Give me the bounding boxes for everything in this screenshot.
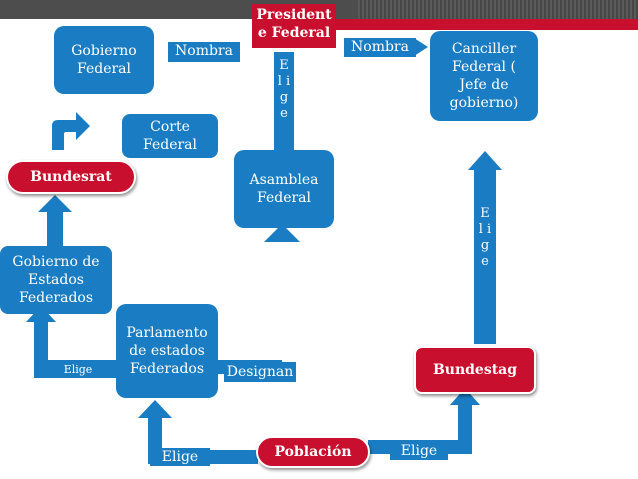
edge-nombra-right: Nombra	[344, 38, 416, 57]
node-asamblea-federal-label: Asamblea Federal	[249, 172, 319, 206]
edge-designan: Designan	[224, 362, 296, 382]
arrowhead-bundestag	[450, 388, 480, 405]
node-parlamento-estados-label: Parlamento de estados Federados	[126, 325, 208, 377]
node-bundestag: Bundestag	[414, 346, 536, 394]
edge-elige-bottom-left: Elige	[150, 448, 210, 466]
edge-nombra-left: Nombra	[168, 42, 240, 62]
node-asamblea-federal: Asamblea Federal	[234, 150, 334, 228]
header-hatch	[358, 0, 638, 19]
arrowhead-nombra-right	[414, 38, 428, 56]
node-corte-federal: Corte Federal	[122, 114, 218, 158]
arrowhead-bundesrat	[38, 195, 72, 212]
arrowhead-parlamento	[138, 400, 172, 418]
node-corte-federal-label: Corte Federal	[143, 119, 197, 153]
header-accent-bar	[336, 19, 638, 30]
node-bundesrat: Bundesrat	[6, 160, 136, 194]
edge-elige-small: Elige	[58, 362, 98, 378]
arrow-parlamento-asamblea	[218, 226, 296, 374]
arrow-bundestag-canciller	[474, 170, 496, 344]
arrowhead-gobierno-estados	[26, 306, 56, 322]
node-gobierno-federal-label: Gobierno Federal	[71, 43, 137, 77]
arrowhead-asamblea	[264, 224, 300, 242]
node-poblacion: Población	[256, 436, 370, 468]
node-bundesrat-label: Bundesrat	[30, 169, 112, 185]
arrow-poblacion-bundestag	[368, 404, 472, 454]
edge-elige-canciller: E l i g e	[478, 206, 492, 269]
node-gobierno-estados-label: Gobierno de Estados Federados	[12, 254, 100, 306]
arrowhead-canciller	[468, 151, 502, 170]
arrow-asamblea-presidente	[274, 52, 294, 152]
node-gobierno-federal: Gobierno Federal	[54, 26, 154, 94]
node-parlamento-estados: Parlamento de estados Federados	[116, 304, 218, 398]
edge-elige-bottom-right: Elige	[390, 442, 448, 460]
node-bundestag-label: Bundestag	[432, 362, 518, 378]
edge-elige-presidente: E l i g e	[277, 58, 291, 121]
node-presidente-federal: President e Federal	[252, 4, 336, 48]
arrow-gobierno-estados-bundesrat	[47, 210, 63, 248]
arrow-bundesrat-gobierno-federal	[52, 112, 90, 150]
node-gobierno-estados: Gobierno de Estados Federados	[0, 246, 112, 314]
node-poblacion-label: Población	[274, 444, 352, 460]
node-canciller-federal: Canciller Federal ( Jefe de gobierno)	[430, 31, 538, 121]
node-canciller-federal-label: Canciller Federal ( Jefe de gobierno)	[449, 41, 519, 111]
